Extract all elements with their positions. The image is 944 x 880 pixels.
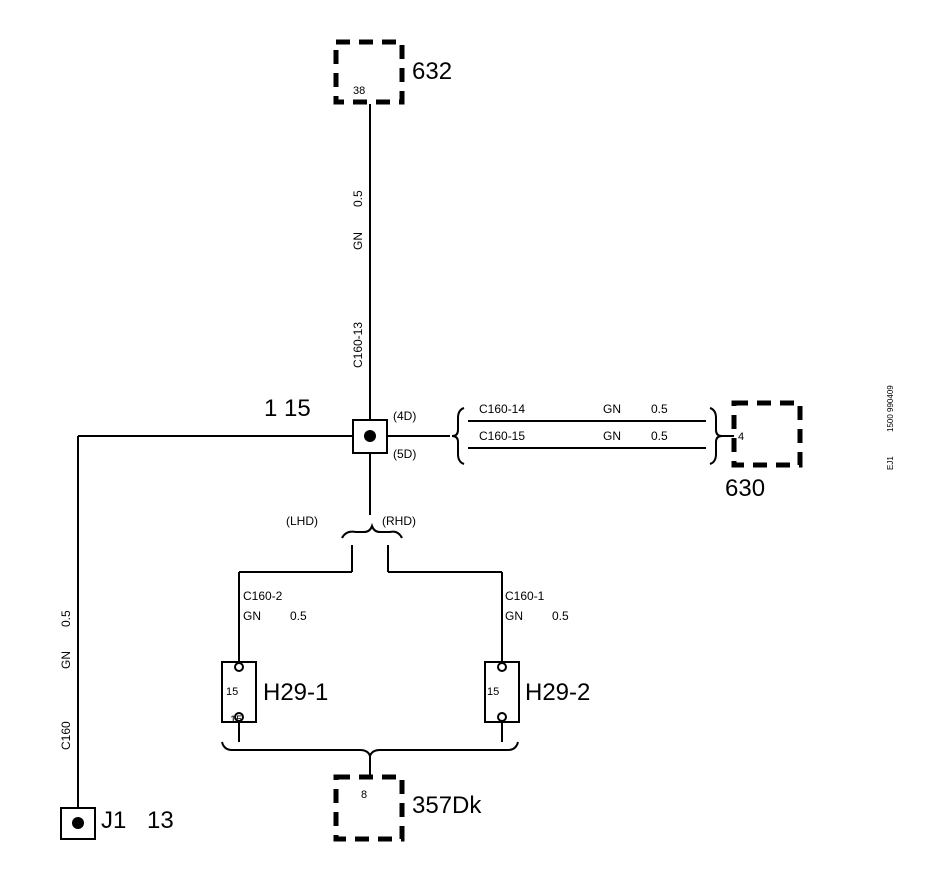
wire-top-color: GN (351, 232, 365, 250)
variant-rhd: (RHD) (382, 514, 416, 528)
wire-right-branch-color: GN (505, 609, 523, 623)
h29-2-terminal-top (497, 662, 507, 672)
j1-label: J1 (101, 807, 126, 834)
wire-left-branch-size: 0.5 (290, 609, 307, 623)
h29-1-terminal-bottom (234, 712, 244, 722)
j1-pin: 13 (147, 807, 174, 834)
splice-label: 1 15 (264, 395, 311, 422)
wire-j1-color: GN (59, 651, 73, 669)
wire-right-upper-conn: C160-14 (479, 402, 525, 416)
splice-node (364, 430, 376, 442)
wire-right-lower-conn: C160-15 (479, 429, 525, 443)
connector-630-box (731, 400, 803, 468)
splice-pin-top: (4D) (393, 409, 416, 423)
wire-right-branch-size: 0.5 (552, 609, 569, 623)
h29-1-pin-lower: 15 (230, 714, 242, 726)
connector-357dk-pin: 8 (361, 789, 367, 801)
wire-top-conn: C160-13 (351, 322, 365, 368)
h29-2-terminal-bottom (497, 712, 507, 722)
h29-2-label: H29-2 (525, 679, 590, 706)
splice-pin-bottom: (5D) (393, 447, 416, 461)
brace-left-630 (451, 407, 465, 465)
h29-1-pin: 15 (226, 686, 238, 698)
variant-lhd: (LHD) (286, 514, 318, 528)
wire-right-upper-color: GN (603, 402, 621, 416)
connector-630-pin: 4 (738, 431, 744, 443)
wire-left-branch-color: GN (243, 609, 261, 623)
margin-code-number: 1500 990409 (886, 385, 895, 432)
brace-bottom (221, 741, 519, 760)
h29-1-label: H29-1 (263, 679, 328, 706)
wire-j1-size: 0.5 (59, 610, 73, 627)
connector-357dk-box (333, 774, 405, 842)
connector-357dk-label: 357Dk (412, 792, 482, 819)
wire-right-lower-size: 0.5 (651, 429, 668, 443)
connector-630-label: 630 (725, 475, 765, 502)
j1-node (72, 817, 84, 829)
wire-j1-conn: C160 (59, 721, 73, 750)
wire-right-lower-color: GN (603, 429, 621, 443)
connector-632-box (333, 39, 405, 105)
margin-code-id: EJ1 (886, 456, 895, 470)
brace-lhd-rhd (341, 522, 403, 539)
connector-632-pin: 38 (353, 85, 365, 97)
wire-right-branch-conn: C160-1 (505, 589, 545, 603)
wire-left-branch-conn: C160-2 (243, 589, 283, 603)
wire-top-size: 0.5 (351, 190, 365, 207)
brace-right-630 (709, 407, 723, 465)
h29-1-terminal-top (234, 662, 244, 672)
h29-2-pin: 15 (487, 686, 499, 698)
connector-632-label: 632 (412, 58, 452, 85)
wire-right-upper-size: 0.5 (651, 402, 668, 416)
